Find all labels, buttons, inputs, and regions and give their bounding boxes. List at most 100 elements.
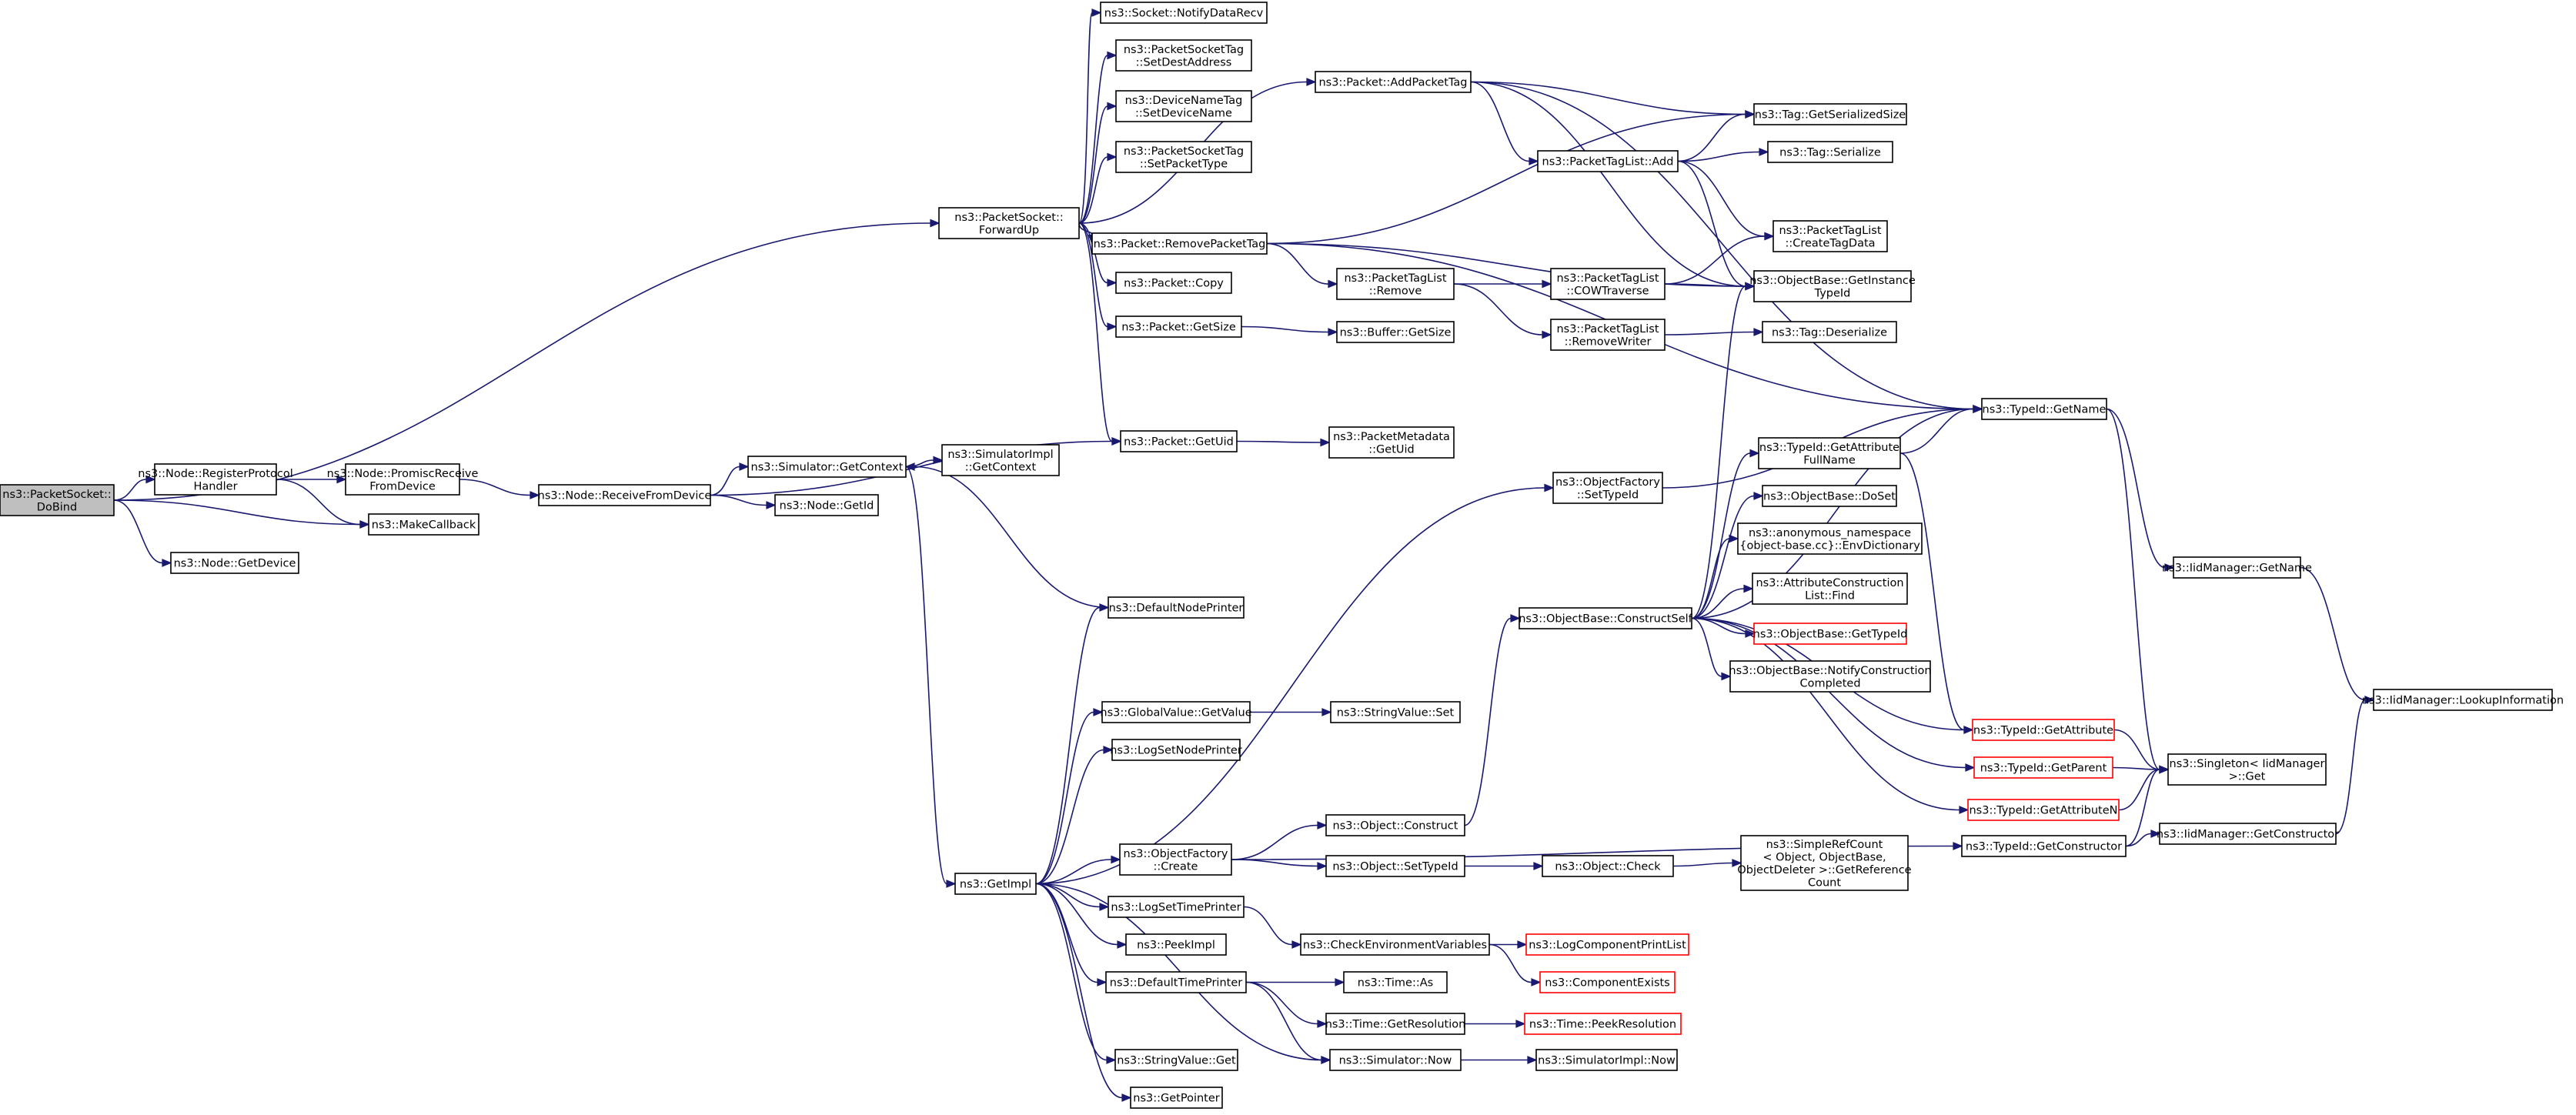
arrowhead-icon <box>946 880 957 888</box>
node-ns3-iidmanager-getconstructor[interactable]: ns3::IidManager::GetConstructor <box>2157 823 2339 845</box>
node-ns3-packettaglist-removewriter[interactable]: ns3::PacketTagList::RemoveWriter <box>1550 319 1666 351</box>
node-ns3-packet-removepackettag[interactable]: ns3::Packet::RemovePacketTag <box>1091 232 1268 255</box>
node-ns3-objectfactory-settypeid[interactable]: ns3::ObjectFactory::SetTypeId <box>1552 472 1663 504</box>
node-ns3-defaultnodeprinter[interactable]: ns3::DefaultNodePrinter <box>1108 596 1245 619</box>
node-ns3-typeid-getattributen[interactable]: ns3::TypeId::GetAttributeN <box>1967 799 2120 821</box>
node-box <box>1539 971 1676 993</box>
edge-n46-to-n47 <box>1489 940 1528 949</box>
edge-line <box>1035 711 1094 885</box>
node-ns3-typeid-getname[interactable]: ns3::TypeId::GetName <box>1981 398 2107 420</box>
edge-line <box>1243 906 1293 946</box>
node-ns3-tag-serialize[interactable]: ns3::Tag::Serialize <box>1767 141 1893 163</box>
node-label: ns3::GetPointer <box>1133 1093 1220 1105</box>
node-ns3-simulator-getcontext[interactable]: ns3::Simulator::GetContext <box>747 456 907 478</box>
node-ns3-packettaglist-add[interactable]: ns3::PacketTagList::Add <box>1537 150 1679 172</box>
node-ns3-logsettimeprinter[interactable]: ns3::LogSetTimePrinter <box>1108 896 1245 918</box>
node-ns3-typeid-getattribute[interactable]: ns3::TypeId::GetAttribute <box>1972 719 2115 741</box>
node-box <box>538 484 711 506</box>
arrowhead-icon <box>1743 584 1754 593</box>
node-ns3-simulator-now[interactable]: ns3::Simulator::Now <box>1329 1049 1462 1071</box>
node-box <box>1737 522 1923 555</box>
node-label: ns3::Node::PromiscReceive <box>327 468 479 480</box>
node-ns3-objectfactory-create[interactable]: ns3::ObjectFactory::Create <box>1119 843 1232 876</box>
node-label: ns3::PacketSocketTag <box>1124 145 1244 158</box>
node-ns3-time-peekresolution[interactable]: ns3::Time::PeekResolution <box>1524 1013 1682 1035</box>
node-box <box>1108 596 1245 619</box>
node-label: ns3::SimulatorImpl::Now <box>1538 1055 1676 1067</box>
node-ns3-getimpl[interactable]: ns3::GetImpl <box>954 873 1037 895</box>
node-ns3-socket-notifydatarecv[interactable]: ns3::Socket::NotifyDataRecv <box>1100 2 1268 24</box>
arrowhead-icon <box>1753 328 1764 336</box>
node-ns3-node-getdevice[interactable]: ns3::Node::GetDevice <box>170 552 299 574</box>
node-ns3-objectbase-gettypeid[interactable]: ns3::ObjectBase::GetTypeId <box>1753 623 1908 645</box>
node-box <box>1535 1049 1678 1071</box>
node-ns3-objectbase-notifyconstruction-completed[interactable]: ns3::ObjectBase::NotifyConstructionCompl… <box>1729 660 1932 693</box>
node-box <box>1115 272 1232 294</box>
node-ns3-time-getresolution[interactable]: ns3::Time::GetResolution <box>1325 1013 1466 1035</box>
node-ns3-packettaglist-createtagdata[interactable]: ns3::PacketTagList::CreateTagData <box>1772 220 1888 252</box>
node-box <box>368 513 479 536</box>
node-box <box>1729 660 1931 693</box>
node-ns3-objectbase-doset[interactable]: ns3::ObjectBase::DoSet <box>1762 485 1897 507</box>
edge-n50-to-n51 <box>1465 1020 1526 1028</box>
node-ns3-packet-addpackettag[interactable]: ns3::Packet::AddPacketTag <box>1315 71 1472 93</box>
node-ns3-objectbase-constructself[interactable]: ns3::ObjectBase::ConstructSelf <box>1519 607 1693 629</box>
node-ns3-componentexists[interactable]: ns3::ComponentExists <box>1539 971 1676 993</box>
node-ns3-packetsocket-forwardup[interactable]: ns3::PacketSocket::ForwardUp <box>938 207 1080 239</box>
node-ns3-singleton-iidmanager-get[interactable]: ns3::Singleton< IidManager>::Get <box>2167 753 2327 786</box>
node-label: ns3::DefaultTimePrinter <box>1110 977 1242 990</box>
node-ns3-packetsocket-dobind[interactable]: ns3::PacketSocket::DoBind <box>0 484 115 516</box>
node-ns3-time-as[interactable]: ns3::Time::As <box>1343 971 1448 993</box>
node-box <box>1108 896 1245 918</box>
node-ns3-iidmanager-getname[interactable]: ns3::IidManager::GetName <box>2162 556 2312 579</box>
edge-n64-to-n68 <box>2125 830 2161 847</box>
node-label: ObjectDeleter >::GetReference <box>1737 864 1911 876</box>
node-ns3-stringvalue-get[interactable]: ns3::StringValue::Get <box>1114 1049 1238 1071</box>
node-ns3-object-construct[interactable]: ns3::Object::Construct <box>1325 814 1465 836</box>
node-ns3-simulatorimpl-getcontext[interactable]: ns3::SimulatorImpl::GetContext <box>941 444 1060 476</box>
edge-line <box>1691 588 1745 619</box>
node-ns3-getpointer[interactable]: ns3::GetPointer <box>1130 1087 1223 1109</box>
node-ns3-node-getid[interactable]: ns3::Node::GetId <box>774 494 879 516</box>
node-ns3-packetsockettag-setpackettype[interactable]: ns3::PacketSocketTag::SetPacketType <box>1115 141 1252 173</box>
node-ns3-simulatorimpl-now[interactable]: ns3::SimulatorImpl::Now <box>1535 1049 1678 1071</box>
node-ns3-logsetnodeprinter[interactable]: ns3::LogSetNodePrinter <box>1110 739 1242 761</box>
node-ns3-stringvalue-set[interactable]: ns3::StringValue::Set <box>1330 701 1461 723</box>
node-ns3-defaulttimeprinter[interactable]: ns3::DefaultTimePrinter <box>1105 971 1247 993</box>
edge-line <box>1236 440 1321 443</box>
node-ns3-typeid-getparent[interactable]: ns3::TypeId::GetParent <box>1973 756 2113 779</box>
edge-n68-to-n69 <box>2335 696 2375 835</box>
node-ns3-typeid-getconstructor[interactable]: ns3::TypeId::GetConstructor <box>1961 835 2127 857</box>
node-ns3-simplerefcount-object-objectbase-objectdeleter-getreference-count[interactable]: ns3::SimpleRefCount< Object, ObjectBase,… <box>1737 835 1912 891</box>
node-ns3-packetsockettag-setdestaddress[interactable]: ns3::PacketSocketTag::SetDestAddress <box>1115 39 1252 72</box>
node-ns3-object-settypeid[interactable]: ns3::Object::SetTypeId <box>1325 855 1465 877</box>
node-ns3-packettaglist-remove[interactable]: ns3::PacketTagList::Remove <box>1336 268 1455 300</box>
node-ns3-packet-getsize[interactable]: ns3::Packet::GetSize <box>1115 315 1242 338</box>
node-ns3-packet-getuid[interactable]: ns3::Packet::GetUid <box>1120 430 1238 452</box>
node-box <box>1740 835 1909 891</box>
node-ns3-node-receivefromdevice[interactable]: ns3::Node::ReceiveFromDevice <box>538 484 712 506</box>
node-ns3-packetmetadata-getuid[interactable]: ns3::PacketMetadata::GetUid <box>1328 426 1455 459</box>
node-ns3-devicenametag-setdevicename[interactable]: ns3::DeviceNameTag::SetDeviceName <box>1115 90 1252 122</box>
node-ns3-anonymous-namespace-object-base-cc-envdictionary[interactable]: ns3::anonymous_namespace{object-base.cc}… <box>1737 522 1923 555</box>
node-ns3-packet-copy[interactable]: ns3::Packet::Copy <box>1115 272 1232 294</box>
node-ns3-object-check[interactable]: ns3::Object::Check <box>1542 855 1674 877</box>
edge-line <box>710 494 767 506</box>
node-ns3-tag-deserialize[interactable]: ns3::Tag::Deserialize <box>1762 321 1897 343</box>
node-box <box>2167 753 2327 786</box>
node-ns3-iidmanager-lookupinformation[interactable]: ns3::IidManager::LookupInformation <box>2362 689 2564 711</box>
node-ns3-peekimpl[interactable]: ns3::PeekImpl <box>1125 933 1227 956</box>
node-ns3-buffer-getsize[interactable]: ns3::Buffer::GetSize <box>1336 321 1455 343</box>
node-ns3-tag-getserializedsize[interactable]: ns3::Tag::GetSerializedSize <box>1753 103 1907 125</box>
node-ns3-makecallback[interactable]: ns3::MakeCallback <box>368 513 479 536</box>
node-ns3-logcomponentprintlist[interactable]: ns3::LogComponentPrintList <box>1525 933 1689 956</box>
node-ns3-checkenvironmentvariables[interactable]: ns3::CheckEnvironmentVariables <box>1300 933 1490 956</box>
node-ns3-globalvalue-getvalue[interactable]: ns3::GlobalValue::GetValue <box>1100 701 1252 723</box>
edge-n25-to-n22 <box>1664 232 1775 285</box>
node-ns3-packettaglist-cowtraverse[interactable]: ns3::PacketTagList::COWTraverse <box>1550 268 1666 300</box>
